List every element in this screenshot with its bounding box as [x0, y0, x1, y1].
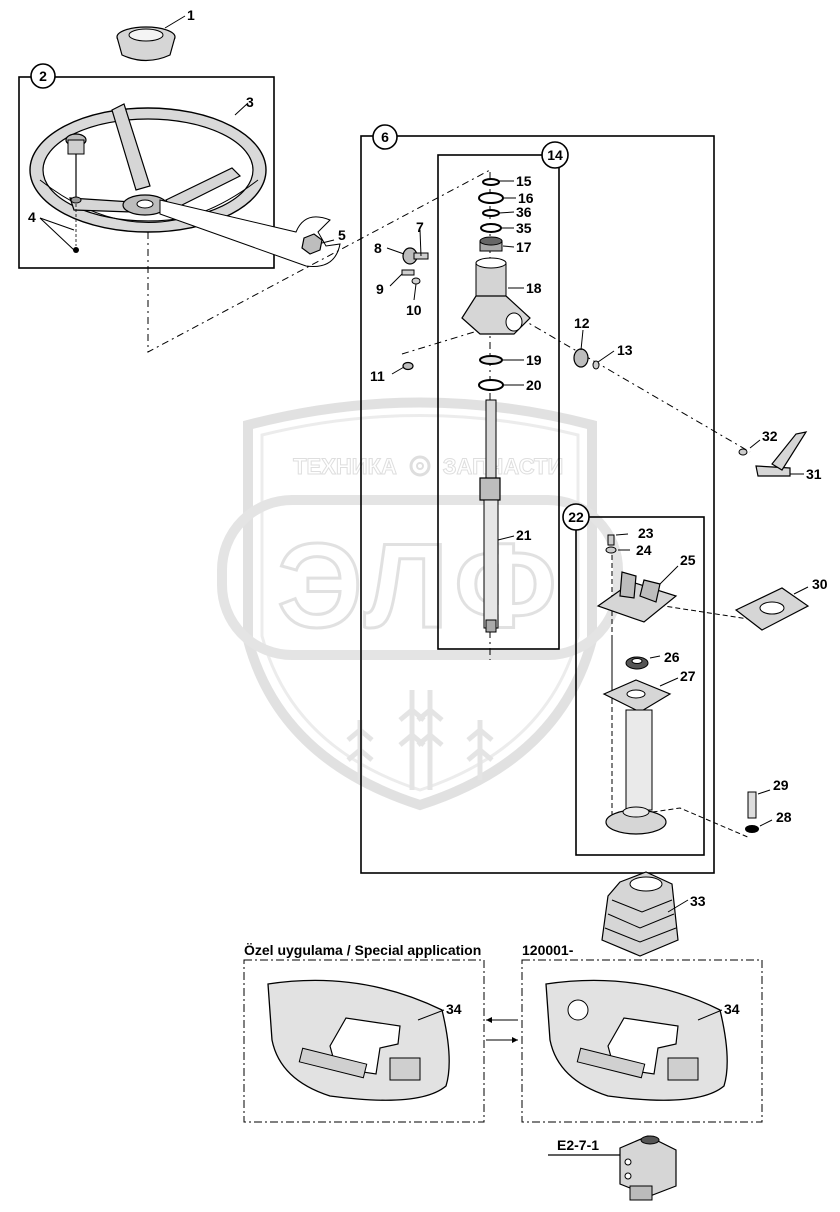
part-number-30: 30 [812, 576, 828, 592]
group-2-number: 2 [39, 68, 47, 84]
plate-30-part [734, 586, 810, 631]
part-number-5: 5 [338, 227, 346, 243]
part-number-12: 12 [574, 315, 590, 331]
part-number-21: 21 [516, 527, 532, 543]
part-number-34-right: 34 [724, 1001, 740, 1017]
watermark: ТЕХНИКА ЗАПЧАСТИ ЭЛФ [217, 397, 623, 811]
group-label-6: 6 [372, 124, 398, 150]
watermark-big-text: ЭЛФ [277, 519, 562, 653]
part-number-36: 36 [516, 204, 532, 220]
horn-cap-part [116, 15, 186, 62]
part-number-13: 13 [617, 342, 633, 358]
watermark-top-text-right: ЗАПЧАСТИ [443, 454, 564, 479]
part-number-7: 7 [416, 219, 424, 235]
column-stack-parts [461, 178, 531, 633]
part-number-3: 3 [246, 94, 254, 110]
group-6-number: 6 [381, 129, 389, 145]
part-number-17: 17 [516, 239, 532, 255]
part-number-25: 25 [680, 552, 696, 568]
group-14-number: 14 [547, 147, 563, 163]
group-6-frame [360, 135, 715, 874]
part-number-32: 32 [762, 428, 778, 444]
cover-panel-34-right [545, 979, 728, 1101]
part-number-24: 24 [636, 542, 652, 558]
part-number-1: 1 [187, 7, 195, 23]
bolt-7-8-part [386, 229, 429, 265]
nut-part [301, 233, 335, 255]
part-number-31: 31 [806, 466, 822, 482]
special-application-caption: Özel uygulama / Special application [244, 942, 481, 958]
watermark-top-text-left: ТЕХНИКА [293, 454, 397, 479]
nut-11-part [391, 361, 414, 375]
part-number-19: 19 [526, 352, 542, 368]
group-22-number: 22 [568, 509, 584, 525]
serial-120001-frame [521, 959, 763, 1123]
group-label-14: 14 [541, 141, 569, 169]
part-number-18: 18 [526, 280, 542, 296]
part-number-29: 29 [773, 777, 789, 793]
bolt-28-29-part [745, 789, 773, 833]
group-label-22: 22 [562, 503, 590, 531]
screw-9-10-part [389, 269, 421, 301]
valve-e2-7-1-part [548, 1135, 677, 1201]
part-number-33: 33 [690, 893, 706, 909]
part-number-26: 26 [664, 649, 680, 665]
boot-33-part [601, 871, 689, 957]
group-22-frame [575, 516, 705, 856]
steering-wheel-part [29, 102, 267, 253]
watermark-wheat [346, 690, 494, 790]
part-number-9: 9 [376, 281, 384, 297]
panel-swap-arrows [486, 1017, 518, 1043]
serial-range-caption: 120001- [522, 942, 574, 958]
group-2-frame [18, 76, 275, 269]
part-number-35: 35 [516, 220, 532, 236]
reference-e2-7-1-caption: E2-7-1 [557, 1137, 599, 1153]
part-number-20: 20 [526, 377, 542, 393]
lever-31-32-part [738, 431, 808, 477]
part-number-34-left: 34 [446, 1001, 462, 1017]
column-bracket-parts [596, 533, 679, 835]
part-number-15: 15 [516, 173, 532, 189]
cover-panel-34-left [267, 979, 450, 1101]
part-number-labels: 1 3 4 5 7 8 9 10 11 12 13 15 16 36 35 17… [28, 7, 828, 1017]
group-14-frame [437, 154, 560, 650]
part-number-8: 8 [374, 240, 382, 256]
group-label-2: 2 [30, 63, 56, 89]
bushing-12-13-part [573, 329, 615, 370]
part-number-11: 11 [370, 368, 385, 384]
part-number-16: 16 [518, 190, 534, 206]
part-number-10: 10 [406, 302, 422, 318]
part-number-27: 27 [680, 668, 696, 684]
part-number-23: 23 [638, 525, 654, 541]
nut-tool-outline [159, 199, 341, 268]
special-application-frame [243, 959, 485, 1123]
gear-icon [409, 455, 431, 477]
part-number-28: 28 [776, 809, 792, 825]
part-number-4: 4 [28, 209, 36, 225]
